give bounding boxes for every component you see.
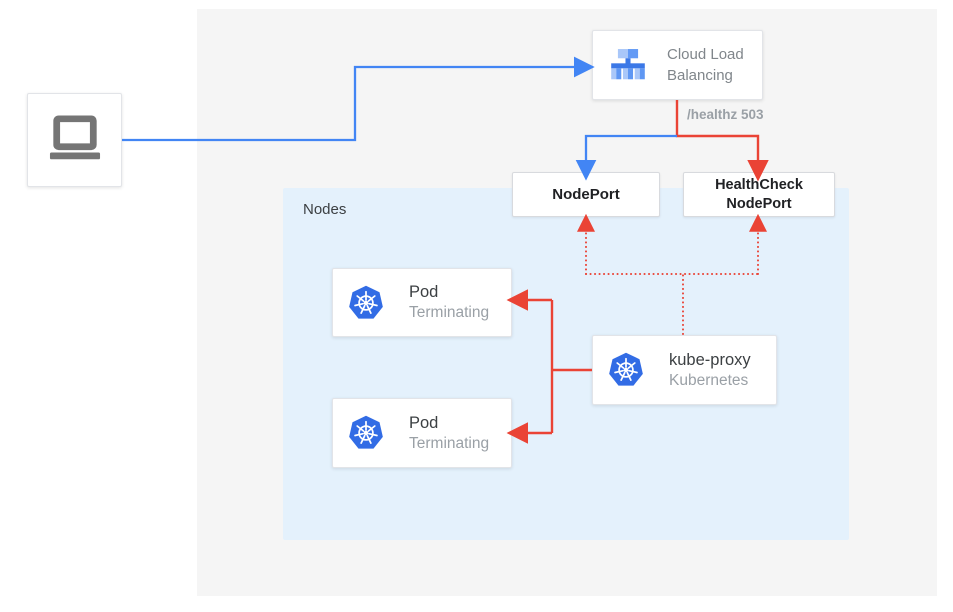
- pod-status: Terminating: [409, 304, 490, 321]
- kubernetes-icon: [347, 284, 385, 322]
- healthcheck-nodeport-label: HealthCheck NodePort: [715, 176, 803, 212]
- cloud-load-balancing-label: Cloud Load Balancing: [667, 45, 744, 84]
- healthcheck-nodeport-box: HealthCheck NodePort: [683, 172, 835, 217]
- pod-card: Pod Terminating: [332, 268, 512, 337]
- pod-title: Pod: [409, 283, 439, 301]
- nodeport-box: NodePort: [512, 172, 660, 217]
- pod-status: Terminating: [409, 434, 490, 452]
- kubernetes-icon: [607, 351, 645, 389]
- load-balancer-icon: [607, 45, 649, 85]
- kube-proxy-card: kube-proxy Kubernetes: [592, 335, 777, 405]
- client-device-card: [27, 93, 122, 187]
- pod-card: Pod Terminating: [332, 398, 512, 468]
- kubernetes-icon: [347, 414, 385, 452]
- nodeport-label: NodePort: [552, 186, 620, 203]
- kube-proxy-title: kube-proxy: [669, 350, 751, 369]
- pod-title: Pod: [409, 413, 439, 432]
- cloud-load-balancing-card: Cloud Load Balancing: [592, 30, 763, 100]
- laptop-icon: [44, 114, 106, 166]
- nodes-label: Nodes: [303, 201, 347, 218]
- healthz-status-label: /healthz 503: [687, 107, 764, 122]
- kube-proxy-subtitle: Kubernetes: [669, 371, 749, 389]
